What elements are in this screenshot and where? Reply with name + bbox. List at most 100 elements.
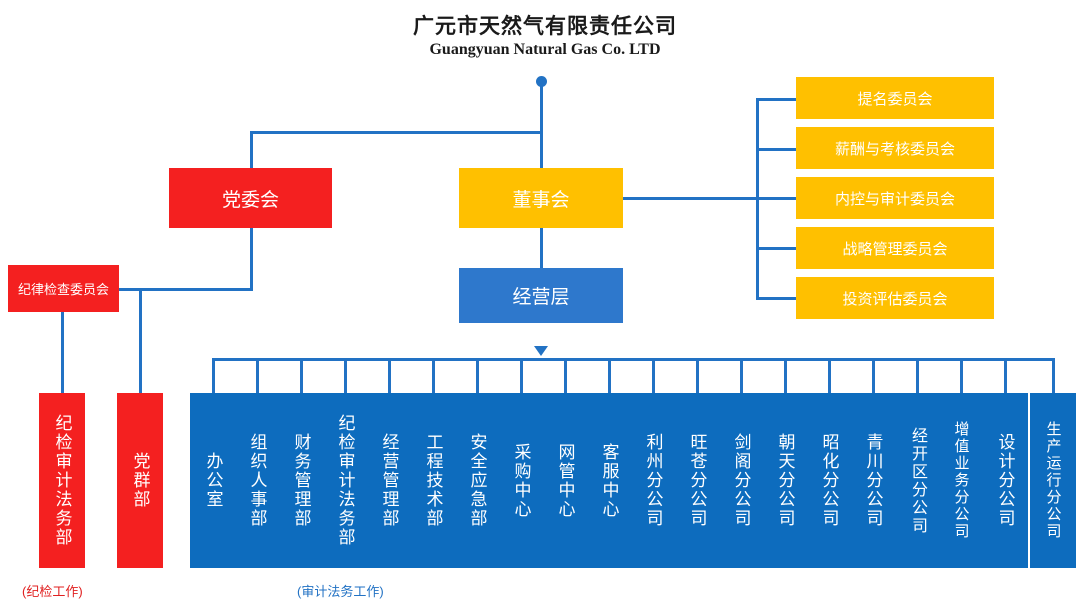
connector-dept-stub-9: [564, 358, 567, 393]
department-label: 生产运行分公司: [1044, 421, 1062, 540]
connector-party-to-discipline-v: [250, 228, 253, 290]
department-label: 增值业务分公司: [952, 421, 970, 540]
department-label: 设计分公司: [995, 433, 1015, 528]
department-label: 旺苍分公司: [687, 433, 707, 528]
node-committee-nomination[interactable]: 提名委员会: [796, 77, 994, 119]
connector-board-to-committee-rail: [623, 197, 759, 200]
node-branch-jiange[interactable]: 剑阁分公司: [718, 393, 764, 568]
node-committee-compensation-assessment[interactable]: 薪酬与考核委员会: [796, 127, 994, 169]
note-audit-legal-work: (审计法务工作): [297, 584, 384, 599]
node-branch-qingchuan[interactable]: 青川分公司: [850, 393, 896, 568]
node-branch-production-operation[interactable]: 生产运行分公司: [1030, 393, 1076, 568]
connector-department-rail: [212, 358, 1055, 361]
company-title-cn: 广元市天然气有限责任公司: [413, 15, 677, 38]
connector-dept-stub-17: [916, 358, 919, 393]
node-party-mass-work-department[interactable]: 党群部: [117, 393, 163, 568]
department-label: 采购中心: [511, 442, 531, 519]
connector-dept-stub-4: [344, 358, 347, 393]
department-label: 组织人事部: [247, 433, 267, 528]
connector-dept-stub-11: [652, 358, 655, 393]
connector-committee-stub-2: [756, 148, 798, 151]
connector-dept-stub-6: [432, 358, 435, 393]
node-branch-chaotian[interactable]: 朝天分公司: [762, 393, 808, 568]
connector-dept-stub-2: [256, 358, 259, 393]
department-label: 安全应急部: [467, 433, 487, 528]
node-management[interactable]: 经营层: [459, 268, 623, 323]
connector-discipline-to-audit-dept: [61, 312, 64, 393]
connector-dept-stub-14: [784, 358, 787, 393]
node-department-network-center[interactable]: 网管中心: [542, 393, 588, 568]
node-discipline-inspection-committee[interactable]: 纪律检查委员会: [8, 265, 119, 312]
connector-dept-stub-3: [300, 358, 303, 393]
connector-party-to-discipline-h: [119, 288, 253, 291]
committee-label: 提名委员会: [857, 90, 933, 108]
node-department-discipline-audit-legal[interactable]: 纪检审计法务部: [322, 393, 368, 568]
node-committee-strategy-management[interactable]: 战略管理委员会: [796, 227, 994, 269]
node-branch-economic-development-zone[interactable]: 经开区分公司: [894, 393, 940, 568]
node-branch-wangcang[interactable]: 旺苍分公司: [674, 393, 720, 568]
connector-root-stem: [540, 81, 543, 133]
node-department-engineering-technology[interactable]: 工程技术部: [410, 393, 456, 568]
department-label: 工程技术部: [423, 433, 443, 528]
department-label: 昭化分公司: [819, 433, 839, 528]
department-label: 办公室: [203, 452, 223, 509]
node-department-safety-emergency[interactable]: 安全应急部: [454, 393, 500, 568]
connector-board-drop: [540, 131, 543, 168]
department-label: 青川分公司: [863, 433, 883, 528]
department-label: 客服中心: [599, 442, 619, 519]
node-discipline-inspection-committee-label: 纪律检查委员会: [17, 282, 109, 297]
connector-dept-stub-13: [740, 358, 743, 393]
node-department-customer-service-center[interactable]: 客服中心: [586, 393, 632, 568]
committee-label: 投资评估委员会: [842, 290, 948, 308]
note-discipline-work: (纪检工作): [22, 584, 83, 599]
connector-dept-stub-15: [828, 358, 831, 393]
connector-discipline-to-party-mass-dept: [139, 288, 142, 393]
node-branch-design[interactable]: 设计分公司: [982, 393, 1028, 568]
connector-dept-stub-20: [1052, 358, 1055, 393]
node-department-procurement-center[interactable]: 采购中心: [498, 393, 544, 568]
department-label: 朝天分公司: [775, 433, 795, 528]
node-discipline-child-label: 纪检审计法务部: [52, 414, 72, 547]
node-party-committee-label: 党委会: [221, 189, 279, 211]
node-department-operations-management[interactable]: 经营管理部: [366, 393, 412, 568]
department-label: 利州分公司: [643, 433, 663, 528]
node-department-organization-hr[interactable]: 组织人事部: [234, 393, 280, 568]
department-label: 经开区分公司: [909, 426, 926, 535]
connector-dept-stub-8: [520, 358, 523, 393]
company-title: 广元市天然气有限责任公司 Guangyuan Natural Gas Co. L…: [0, 14, 1090, 60]
node-branch-lizhou[interactable]: 利州分公司: [630, 393, 676, 568]
connector-dept-stub-19: [1004, 358, 1007, 393]
committee-label: 战略管理委员会: [842, 240, 948, 258]
department-label: 纪检审计法务部: [335, 414, 355, 547]
connector-dept-stub-18: [960, 358, 963, 393]
connector-dept-stub-7: [476, 358, 479, 393]
node-discipline-audit-legal-department[interactable]: 纪检审计法务部: [39, 393, 85, 568]
node-branch-zhaohua[interactable]: 昭化分公司: [806, 393, 852, 568]
connector-top-bar: [250, 131, 543, 134]
department-label: 网管中心: [555, 442, 575, 519]
connector-dept-stub-10: [608, 358, 611, 393]
connector-dept-stub-12: [696, 358, 699, 393]
node-branch-value-added-business[interactable]: 增值业务分公司: [938, 393, 984, 568]
node-department-finance[interactable]: 财务管理部: [278, 393, 324, 568]
department-label: 剑阁分公司: [731, 433, 751, 528]
connector-committee-stub-1: [756, 98, 798, 101]
committee-label: 内控与审计委员会: [834, 190, 955, 208]
connector-dept-stub-16: [872, 358, 875, 393]
department-label: 财务管理部: [291, 433, 311, 528]
node-committee-internal-control-audit[interactable]: 内控与审计委员会: [796, 177, 994, 219]
connector-party-drop: [250, 131, 253, 168]
connector-dept-stub-1: [212, 358, 215, 393]
node-board-of-directors-label: 董事会: [512, 189, 570, 211]
node-discipline-child-label: 党群部: [130, 452, 150, 509]
committee-label: 薪酬与考核委员会: [834, 140, 955, 158]
connector-dept-stub-5: [388, 358, 391, 393]
node-committee-investment-evaluation[interactable]: 投资评估委员会: [796, 277, 994, 319]
connector-committee-stub-3: [756, 197, 798, 200]
connector-committee-stub-5: [756, 297, 798, 300]
node-party-committee[interactable]: 党委会: [169, 168, 332, 228]
department-label: 经营管理部: [379, 433, 399, 528]
connector-board-to-management: [540, 228, 543, 268]
node-board-of-directors[interactable]: 董事会: [459, 168, 623, 228]
node-department-office[interactable]: 办公室: [190, 393, 236, 568]
